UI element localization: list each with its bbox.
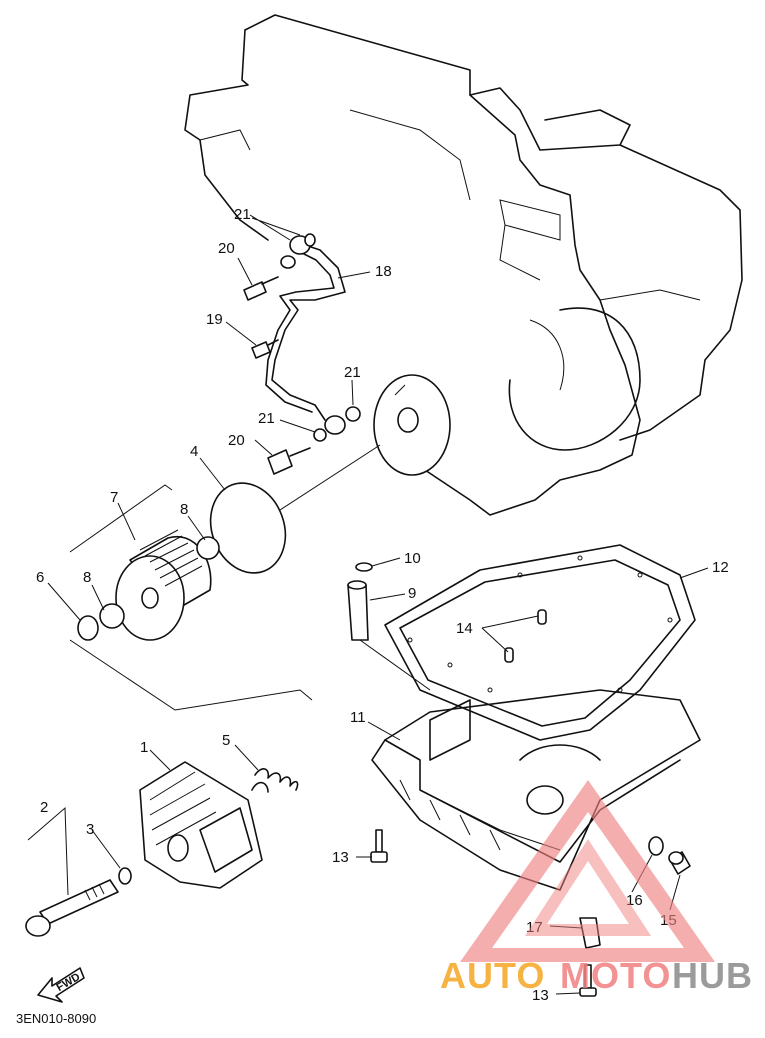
callout-8-left: 8 xyxy=(83,569,91,586)
callout-9: 9 xyxy=(408,585,416,602)
drain-plug xyxy=(668,851,691,875)
forward-label: FWD xyxy=(55,971,83,994)
callout-19: 19 xyxy=(206,311,223,328)
callout-6: 6 xyxy=(36,569,44,586)
callout-2: 2 xyxy=(40,799,48,816)
diagram-code: 3EN010-8090 xyxy=(16,1011,96,1026)
drain-gasket xyxy=(648,836,664,856)
callout-21-upper: 21 xyxy=(234,206,251,223)
callout-8-right: 8 xyxy=(180,501,188,518)
oil-pan-gasket xyxy=(384,544,696,741)
filter-spring xyxy=(251,768,299,793)
watermark-auto: AUTO xyxy=(440,955,545,996)
callout-20-upper: 20 xyxy=(218,240,235,257)
oil-delivery-pipe xyxy=(243,233,361,475)
callout-4: 4 xyxy=(190,443,198,460)
callout-14: 14 xyxy=(456,620,473,637)
oil-filter-cover xyxy=(139,761,263,889)
watermark-moto: MOTO xyxy=(560,955,671,996)
filter-washer-right xyxy=(196,536,220,560)
callout-5: 5 xyxy=(222,732,230,749)
callout-13-left: 13 xyxy=(332,849,349,866)
watermark-hub: HUB xyxy=(672,955,753,996)
o-ring-leader xyxy=(279,444,381,511)
oil-pan xyxy=(371,689,701,891)
callout-11: 11 xyxy=(350,709,366,726)
filter-washer-left xyxy=(99,603,125,629)
dowel-pin-upper xyxy=(537,609,547,625)
o-ring xyxy=(209,482,287,574)
bracket-filter-upper xyxy=(69,484,173,553)
callout-12: 12 xyxy=(712,559,729,576)
bracket-filter-lower xyxy=(69,639,313,711)
callout-13-bottom: 13 xyxy=(532,987,549,1004)
callout-18: 18 xyxy=(375,263,392,280)
bracket-bolt-2 xyxy=(27,806,69,896)
engine-block-outline xyxy=(184,14,743,516)
automotohub-watermark: AUTO MOTO HUB xyxy=(440,780,753,996)
bracket-bolt xyxy=(579,964,597,997)
filter-washer-large xyxy=(77,615,99,641)
callout-1: 1 xyxy=(140,739,148,756)
callout-7: 7 xyxy=(110,489,118,506)
callout-20-lower: 20 xyxy=(228,432,245,449)
callout-3: 3 xyxy=(86,821,94,838)
forward-arrow-icon: FWD xyxy=(37,967,85,1003)
callout-10: 10 xyxy=(404,550,421,567)
callout-21-lower: 21 xyxy=(258,410,275,427)
relief-valve xyxy=(347,562,431,691)
watermark-triangle-icon xyxy=(460,780,715,962)
callout-21-right: 21 xyxy=(344,364,361,381)
oil-filter-element xyxy=(115,529,212,641)
oil-pan-bolt xyxy=(370,829,388,863)
oil-cooler-cover xyxy=(373,374,451,476)
filter-union-bolt xyxy=(25,867,132,937)
